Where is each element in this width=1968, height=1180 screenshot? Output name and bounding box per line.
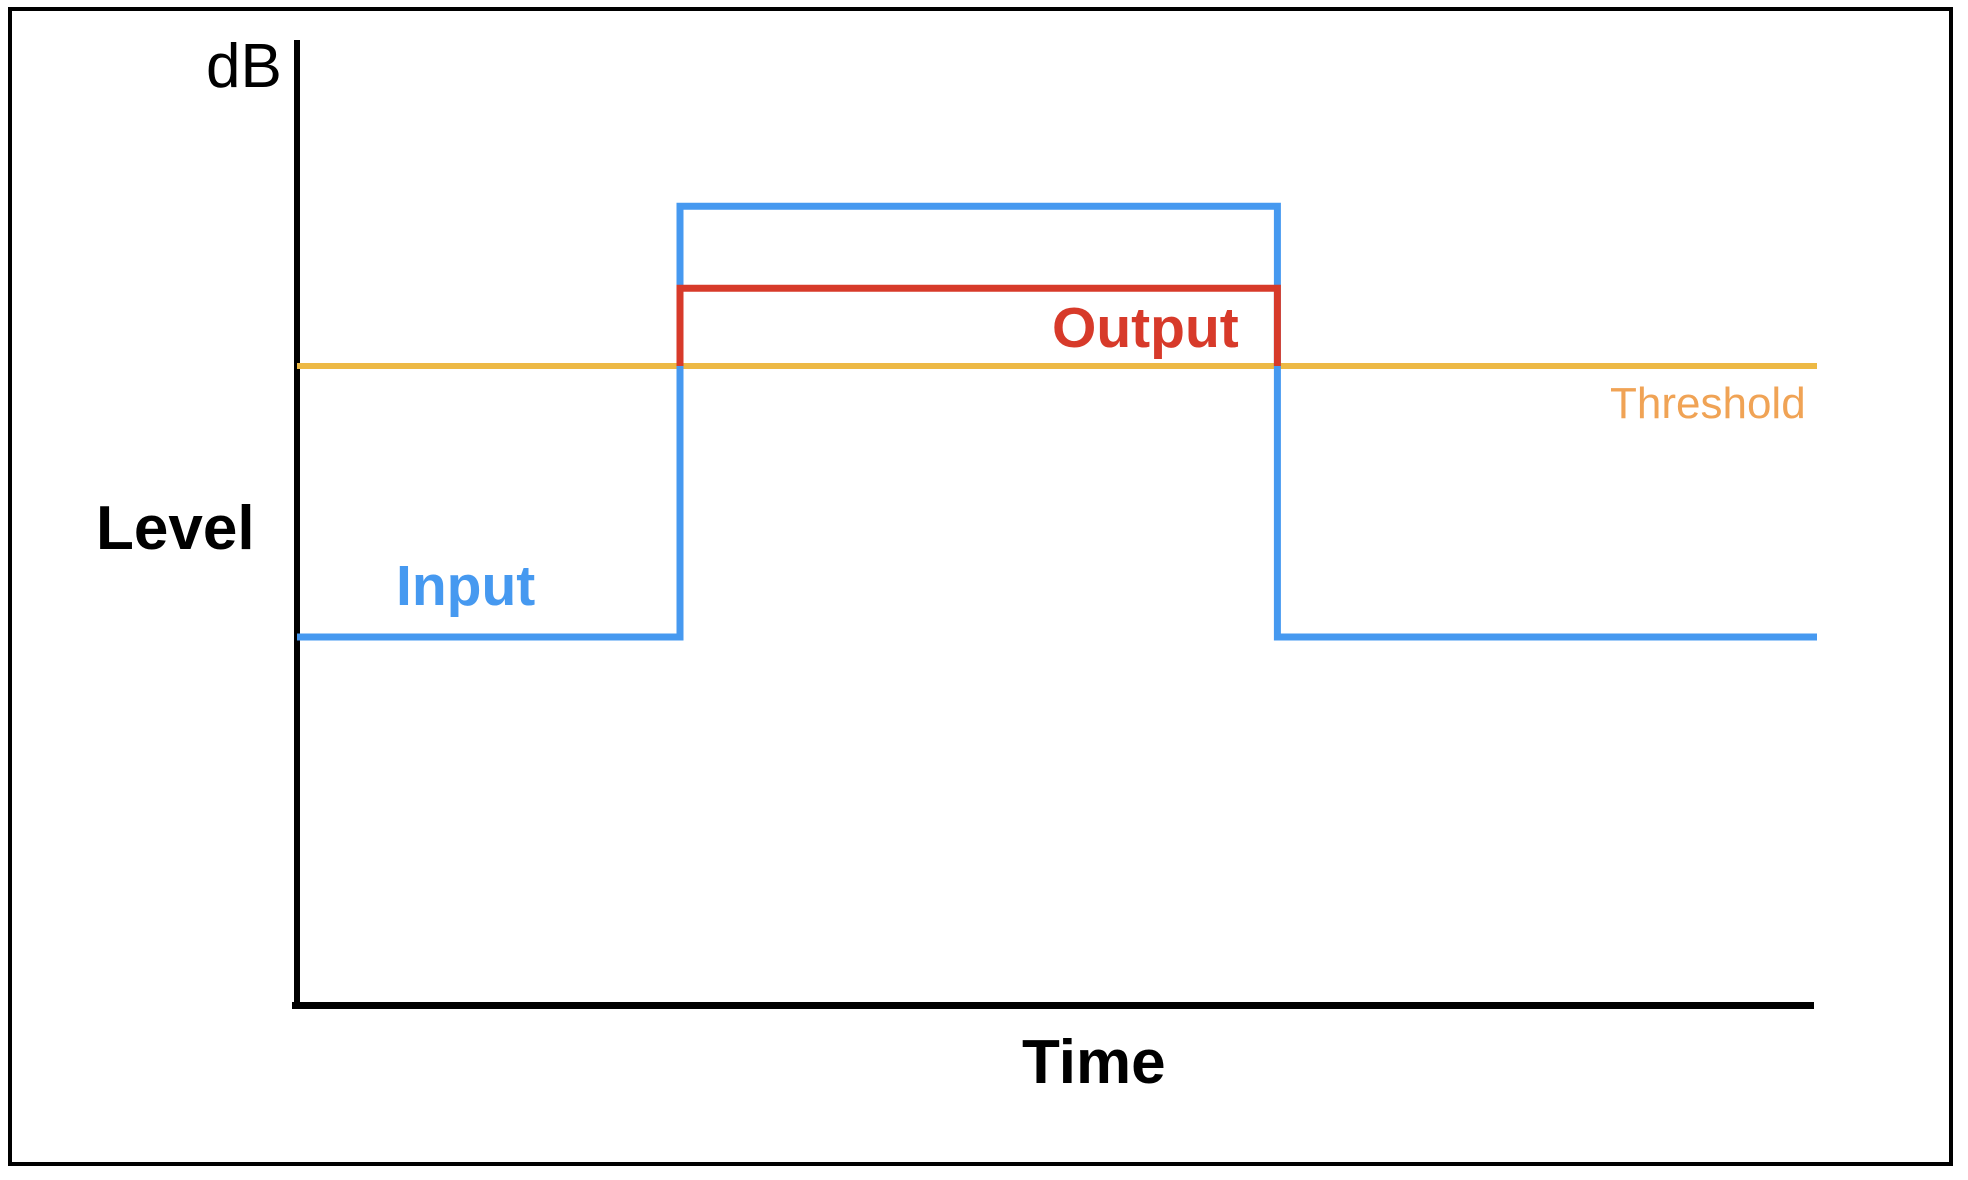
series-input-line bbox=[297, 202, 1817, 641]
series-output-line bbox=[676, 284, 1281, 366]
y-axis-unit-label: dB bbox=[206, 32, 282, 101]
y-axis-title-label: Level bbox=[96, 494, 255, 563]
series-label-input: Input bbox=[396, 554, 536, 618]
series-label-output: Output bbox=[1052, 296, 1239, 360]
y-axis-line bbox=[294, 40, 300, 1008]
series-label-threshold: Threshold bbox=[1610, 379, 1806, 428]
image-border bbox=[8, 7, 1953, 1166]
x-axis-title-label: Time bbox=[1022, 1028, 1166, 1097]
x-axis-line bbox=[292, 1002, 1814, 1009]
